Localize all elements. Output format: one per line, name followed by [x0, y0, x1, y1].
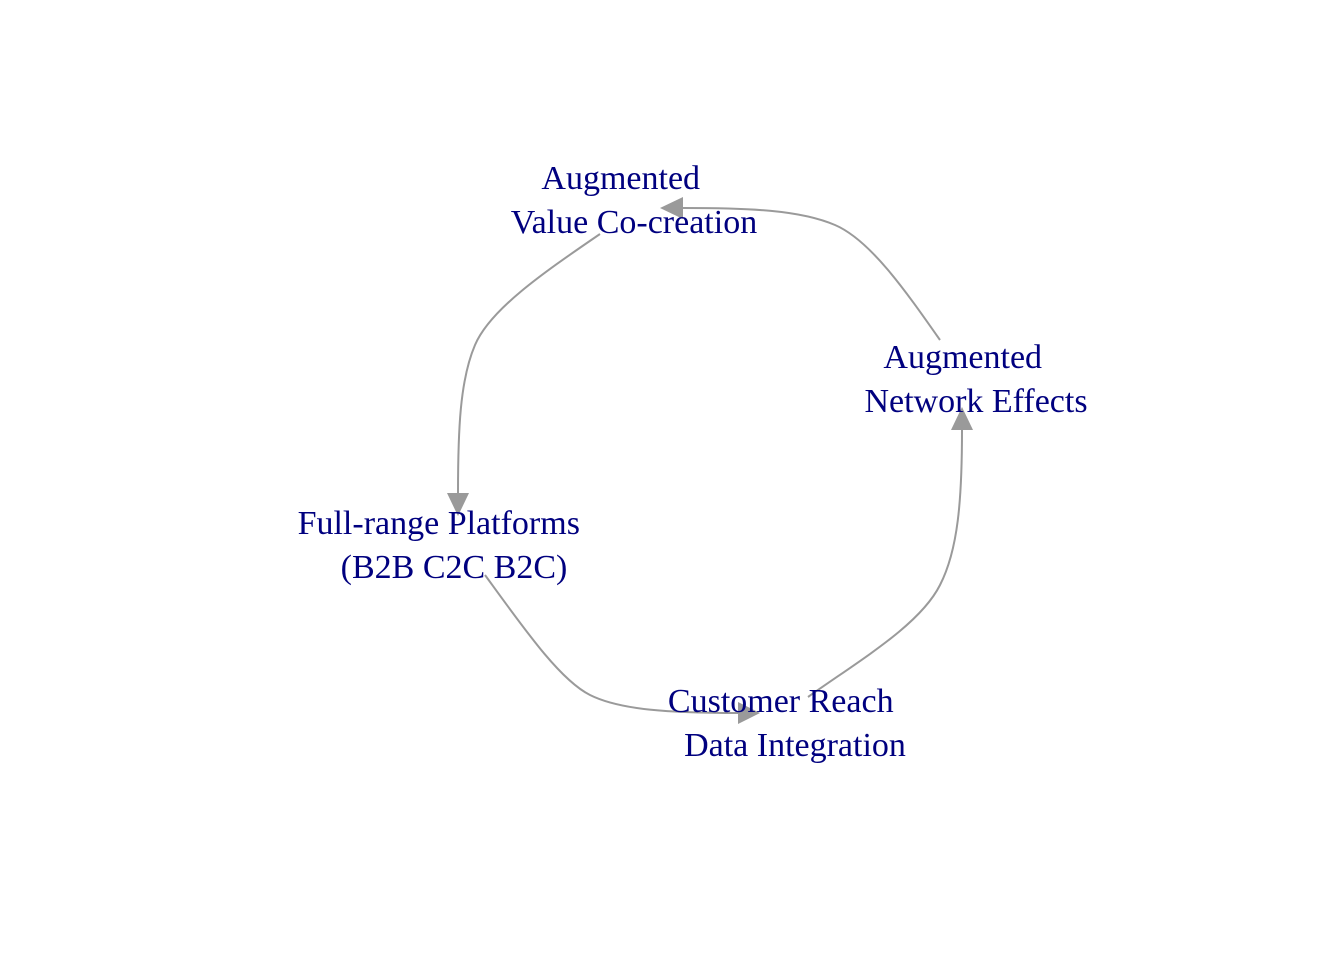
edge-platforms-to-customer — [484, 574, 739, 714]
edge-value-to-platforms — [457, 233, 601, 494]
node-full-range-platforms: Full-range Platforms (B2B C2C B2C) — [298, 505, 589, 586]
node-value-co-creation: Augmented Value Co-creation — [511, 160, 757, 241]
edge-customer-to-network — [807, 429, 963, 698]
arrowhead-network — [951, 407, 973, 430]
arrowhead-platforms — [447, 493, 469, 516]
node-network-effects: Augmented Network Effects — [864, 339, 1087, 420]
arrowhead-value — [660, 197, 683, 219]
edge-network-to-value — [682, 207, 941, 341]
arrowhead-customer — [738, 702, 760, 724]
node-customer-reach: Customer Reach Data Integration — [668, 683, 906, 764]
